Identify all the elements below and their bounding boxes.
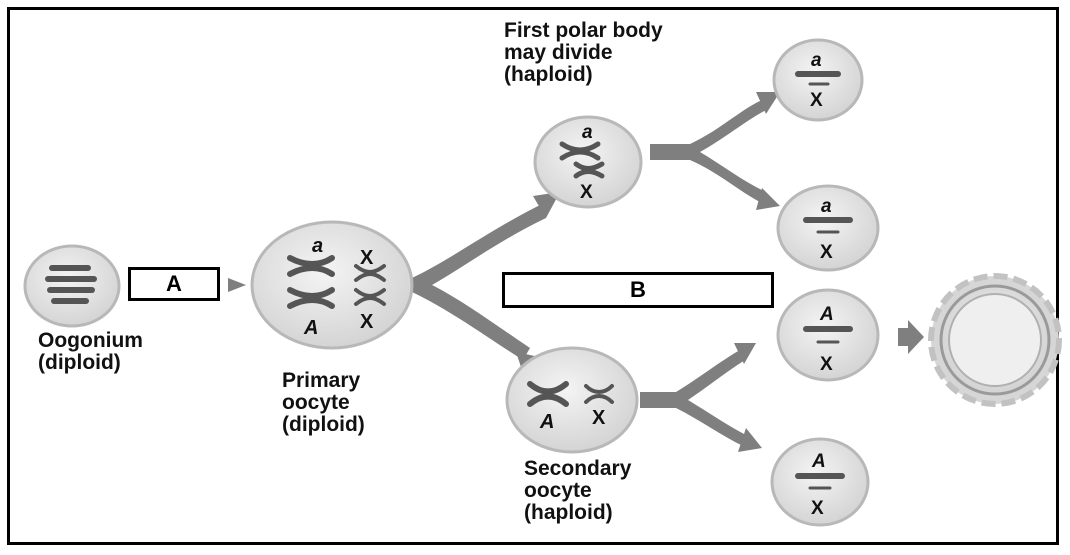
arrow-polar-up — [756, 92, 780, 114]
arrow-to-egg — [898, 320, 924, 354]
arrow-polar-down — [756, 188, 780, 210]
fork-primary — [412, 205, 546, 360]
allele-polar-top: a — [582, 122, 593, 143]
allele-secondary-left: A — [539, 411, 554, 433]
secondary-oocyte-label: Secondary oocyte (haploid) — [524, 457, 632, 524]
first-polar-body-cell — [533, 115, 643, 209]
haploid-cell-4 — [770, 437, 870, 527]
allele-cell4-top: A — [811, 451, 826, 472]
oogonium-label: Oogonium (diploid) — [38, 329, 143, 374]
primary-chromosomes — [287, 255, 335, 309]
allele-primary-x-top: X — [360, 247, 374, 269]
allele-secondary-x: X — [592, 407, 606, 429]
primary-oocyte-label: Primary oocyte (diploid) — [282, 369, 365, 436]
haploid-cell-1 — [772, 38, 864, 122]
primary-oocyte-cell — [250, 220, 414, 350]
allele-cell1-x: X — [810, 90, 823, 111]
primary-x-chromosomes — [354, 264, 386, 306]
allele-cell2-x: X — [820, 242, 833, 263]
haploid-cell-2 — [776, 184, 880, 272]
polar-chromosomes — [559, 141, 605, 179]
allele-cell3-top: A — [819, 304, 834, 325]
fork-polar — [650, 100, 766, 203]
arrow-secondary-up — [734, 343, 756, 364]
arrow-secondary-down — [738, 428, 762, 452]
oogonium-chromosomes — [45, 265, 97, 304]
secondary-chromosomes — [527, 381, 569, 407]
answer-box-b: B — [502, 272, 774, 308]
oogonium-cell — [23, 244, 121, 328]
allele-polar-x: X — [580, 182, 593, 203]
haploid-cell-3 — [776, 288, 880, 382]
arrow-oogonium — [228, 278, 246, 292]
answer-box-a: A — [128, 267, 220, 301]
allele-cell4-x: X — [811, 498, 824, 519]
secondary-x-chromosome — [584, 384, 614, 404]
egg-cell — [928, 273, 1062, 407]
arrow-to-polar — [533, 192, 560, 218]
diagram-frame — [7, 7, 1059, 545]
allele-labels: a A X X a X A X a X a X A X A X — [303, 50, 834, 519]
allele-primary-x-bottom: X — [360, 311, 374, 333]
allele-cell3-x: X — [820, 354, 833, 375]
fork-secondary — [640, 350, 748, 446]
allele-primary-bottom: A — [303, 317, 318, 339]
first-polar-body-label: First polar body may divide (haploid) — [504, 19, 663, 86]
allele-primary-top: a — [312, 235, 323, 257]
secondary-oocyte-cell — [505, 346, 639, 454]
allele-cell1-top: a — [811, 50, 822, 71]
allele-cell2-top: a — [821, 196, 832, 217]
